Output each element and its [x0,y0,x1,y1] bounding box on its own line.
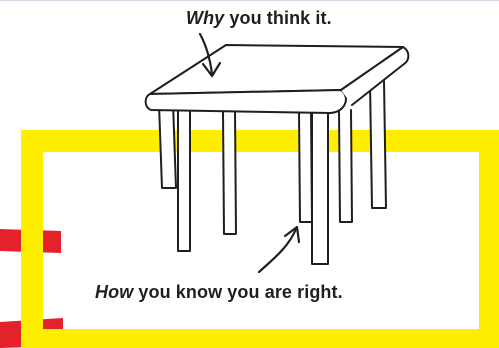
table-drawing [146,45,409,264]
how-text: you know you are right. [133,282,342,302]
arrow-icon [259,227,299,272]
why-text: you think it. [224,8,331,28]
how-emphasis: How [95,282,133,302]
why-emphasis: Why [186,8,224,28]
why-label: Why you think it. [186,8,332,29]
yellow-frame [32,141,490,340]
how-label: How you know you are right. [95,282,343,303]
